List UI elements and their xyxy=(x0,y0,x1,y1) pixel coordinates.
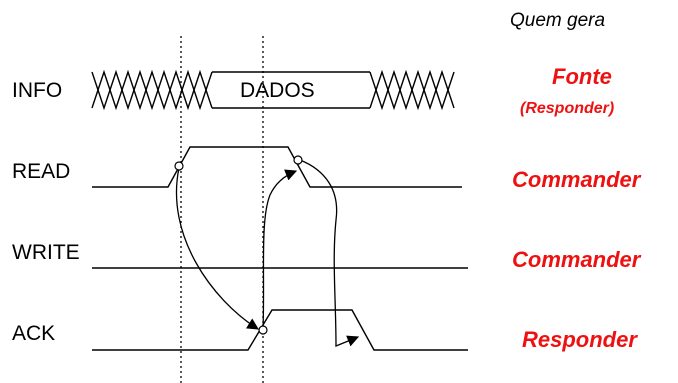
ack-assert-point xyxy=(258,325,268,335)
arrow-ack-to-read xyxy=(262,169,298,330)
source-write: Commander xyxy=(512,247,642,272)
source-info-sub: (Responder) xyxy=(520,100,614,117)
signal-label-read: READ xyxy=(12,160,70,183)
signal-label-info: INFO xyxy=(12,79,62,102)
info-bus-dados-label: DADOS xyxy=(240,79,315,102)
source-ack: Responder xyxy=(522,327,638,352)
read-assert-point xyxy=(174,161,184,171)
read-waveform xyxy=(92,146,462,188)
arrow-read-to-ack xyxy=(175,167,259,330)
signal-label-write: WRITE xyxy=(12,241,80,264)
source-info: Fonte xyxy=(552,64,612,89)
source-column-header: Quem gera xyxy=(510,10,605,31)
ack-waveform xyxy=(92,309,468,351)
arrow-read-release-to-ack xyxy=(299,159,360,347)
read-release-point xyxy=(293,155,303,165)
source-read: Commander xyxy=(512,167,642,192)
signal-label-ack: ACK xyxy=(12,322,55,345)
info-bus-waveform xyxy=(91,69,455,111)
